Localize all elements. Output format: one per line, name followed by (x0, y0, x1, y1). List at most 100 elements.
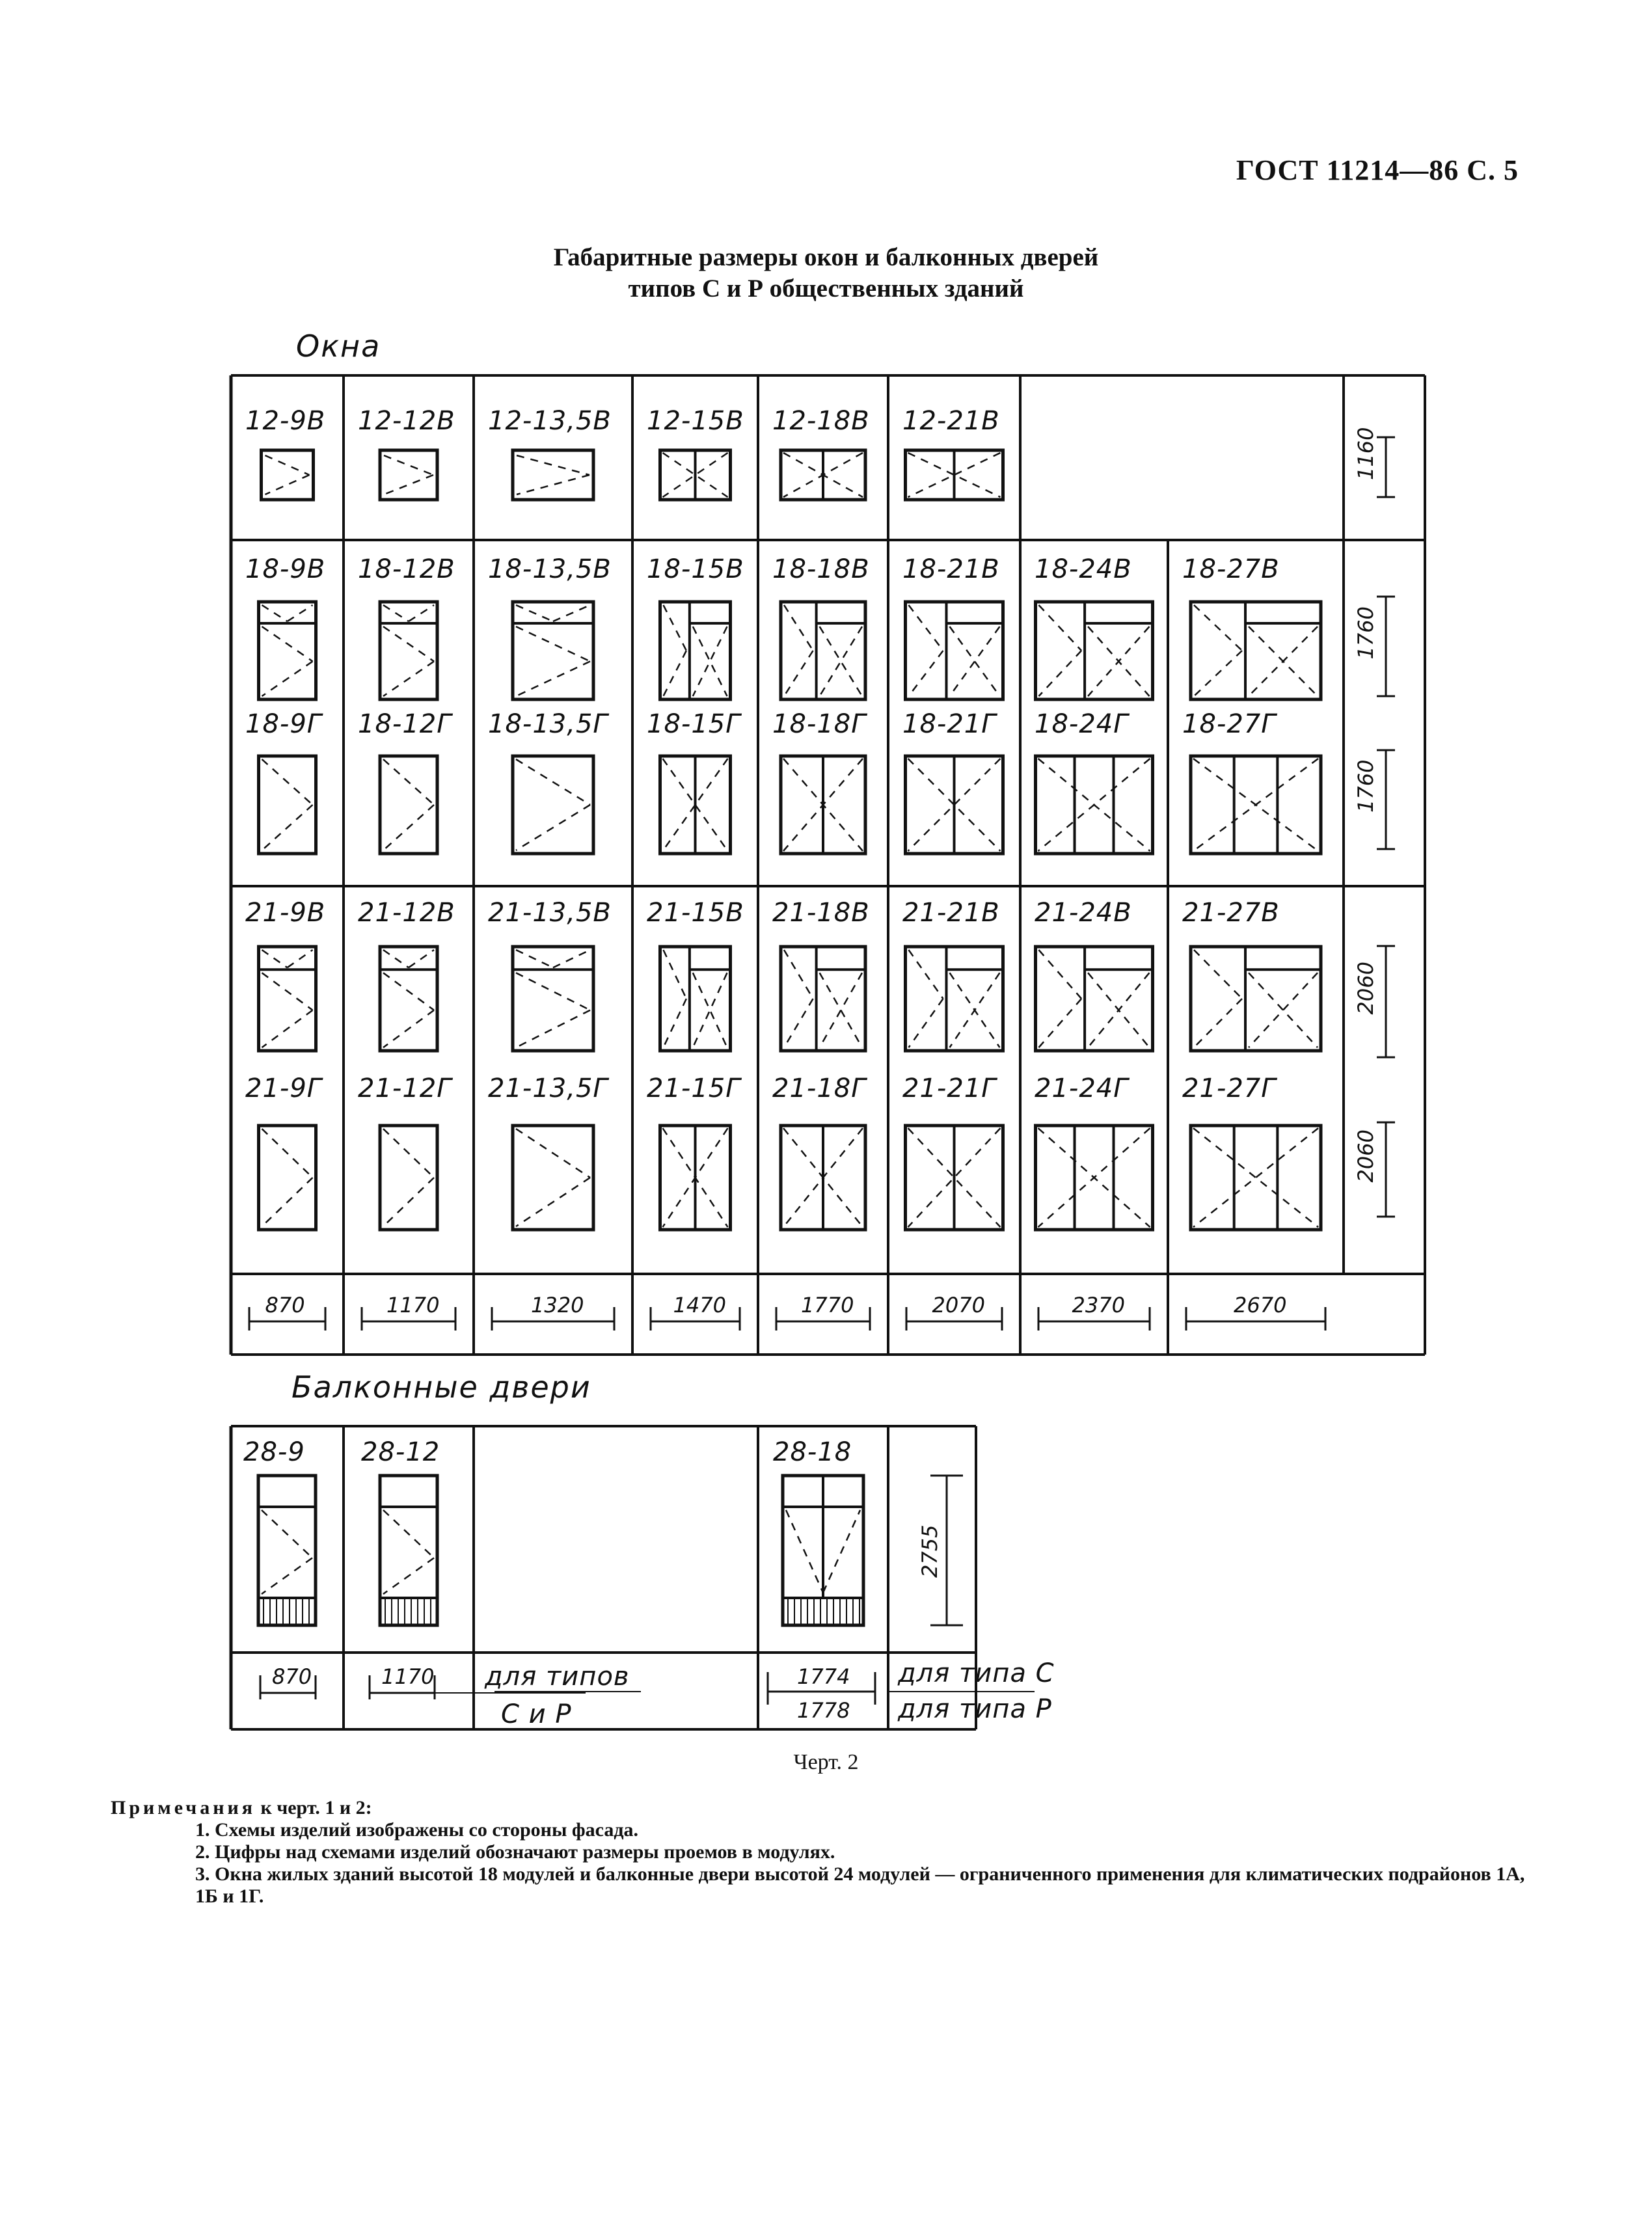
window-scheme (511, 945, 595, 1053)
window-scheme (779, 945, 867, 1053)
window-scheme (904, 1124, 1005, 1232)
window-scheme (378, 945, 439, 1053)
width-dim-value: 2070 (932, 1293, 985, 1317)
door18-width-p: 1778 (797, 1698, 850, 1723)
door-code: 28-18 (773, 1437, 852, 1467)
door18-for-type-c: для типа С (897, 1658, 1055, 1688)
door-width-value: 870 (272, 1664, 312, 1689)
window-code: 21-15В (647, 898, 744, 928)
notes-heading: Примечания к черт. 1 и 2: (111, 1797, 1536, 1819)
window-scheme (904, 600, 1005, 701)
window-code: 21-24В (1035, 898, 1132, 928)
window-scheme (779, 600, 867, 701)
window-code: 18-21Г (902, 709, 997, 739)
window-code-12: 12-18В (772, 406, 870, 436)
window-code: 18-24Г (1035, 709, 1130, 739)
door-note-types-cp: С и Р (501, 1699, 571, 1729)
width-dim-value: 2670 (1234, 1293, 1286, 1317)
window-code: 18-21В (902, 554, 1000, 584)
window-code: 18-18В (772, 554, 870, 584)
height-dim-value: 1760 (1353, 760, 1378, 813)
window-code: 21-18В (772, 898, 870, 928)
window-code-12: 12-13,5В (488, 406, 612, 436)
window-code: 21-27В (1182, 898, 1280, 928)
width-dim-value: 2370 (1072, 1293, 1125, 1317)
notes-heading-word: Примечания (111, 1797, 256, 1818)
width-dim-value: 1320 (531, 1293, 584, 1317)
window-code: 21-12Г (358, 1074, 453, 1103)
window-scheme (904, 754, 1005, 856)
window-scheme (658, 600, 732, 701)
window-code: 21-21В (902, 898, 1000, 928)
width-dim-value: 1770 (801, 1293, 854, 1317)
window-code: 18-15В (647, 554, 744, 584)
window-code: 18-27В (1182, 554, 1280, 584)
window-code: 18-9Г (245, 709, 323, 739)
width-dim-value: 1470 (673, 1293, 726, 1317)
height-dim-value: 2060 (1353, 1129, 1378, 1182)
window-scheme (779, 448, 867, 502)
height-dim-value: 1760 (1353, 606, 1378, 659)
section-doors-label: Балконные двери (291, 1370, 591, 1405)
window-code: 21-12В (358, 898, 455, 928)
door-scheme (781, 1474, 865, 1627)
window-code: 18-24В (1035, 554, 1132, 584)
window-scheme (511, 754, 595, 856)
window-scheme (260, 448, 315, 502)
section-windows-label: Окна (296, 329, 381, 364)
window-scheme (658, 448, 732, 502)
window-scheme (378, 600, 439, 701)
window-code: 18-12В (358, 554, 455, 584)
window-code: 21-18Г (772, 1074, 867, 1103)
window-scheme (1034, 945, 1154, 1053)
window-scheme (1189, 1124, 1323, 1232)
window-scheme (779, 1124, 867, 1232)
width-dim-value: 1170 (386, 1293, 439, 1317)
window-scheme (378, 754, 439, 856)
window-code: 18-12Г (358, 709, 453, 739)
window-scheme (378, 1124, 439, 1232)
window-scheme (1034, 1124, 1154, 1232)
window-scheme (904, 448, 1005, 502)
door-code: 28-9 (243, 1437, 305, 1467)
window-scheme (1034, 754, 1154, 856)
window-scheme (904, 945, 1005, 1053)
door-scheme (378, 1474, 439, 1627)
window-code: 21-27Г (1182, 1074, 1277, 1103)
door-note-types: для типов (484, 1662, 630, 1692)
notes-heading-rest: к черт. 1 и 2: (256, 1797, 372, 1818)
window-code: 18-13,5В (488, 554, 612, 584)
height-dim-value: 1160 (1353, 427, 1378, 480)
window-code: 21-13,5В (488, 898, 612, 928)
door-width-value: 1170 (381, 1664, 434, 1689)
window-scheme (1189, 600, 1323, 701)
window-code: 21-13,5Г (488, 1074, 609, 1103)
window-code-12: 12-21В (902, 406, 1000, 436)
window-code-12: 12-12В (358, 406, 455, 436)
window-code: 21-21Г (902, 1074, 997, 1103)
window-scheme (511, 1124, 595, 1232)
window-scheme (658, 945, 732, 1053)
title-line-1: Габаритные размеры окон и балконных двер… (553, 243, 1099, 271)
window-scheme (511, 448, 595, 502)
title-line-2: типов С и Р общественных зданий (628, 275, 1024, 303)
window-scheme (658, 754, 732, 856)
figure-caption: Черт. 2 (793, 1750, 859, 1774)
window-scheme (658, 1124, 732, 1232)
note-2: 2. Цифры над схемами изделий обозначают … (195, 1841, 835, 1863)
window-scheme (1189, 754, 1323, 856)
height-dim-value: 2060 (1353, 962, 1378, 1014)
window-scheme (1189, 945, 1323, 1053)
door-height-value: 2755 (917, 1525, 942, 1578)
window-scheme (257, 754, 318, 856)
window-scheme (257, 600, 318, 701)
width-dim-value: 870 (265, 1293, 305, 1317)
window-code: 18-15Г (647, 709, 742, 739)
door18-for-type-p: для типа Р (897, 1694, 1052, 1724)
window-code: 21-9В (245, 898, 325, 928)
window-code: 21-15Г (647, 1074, 742, 1103)
window-scheme (511, 600, 595, 701)
window-code: 18-13,5Г (488, 709, 609, 739)
window-code: 21-9Г (245, 1074, 323, 1103)
